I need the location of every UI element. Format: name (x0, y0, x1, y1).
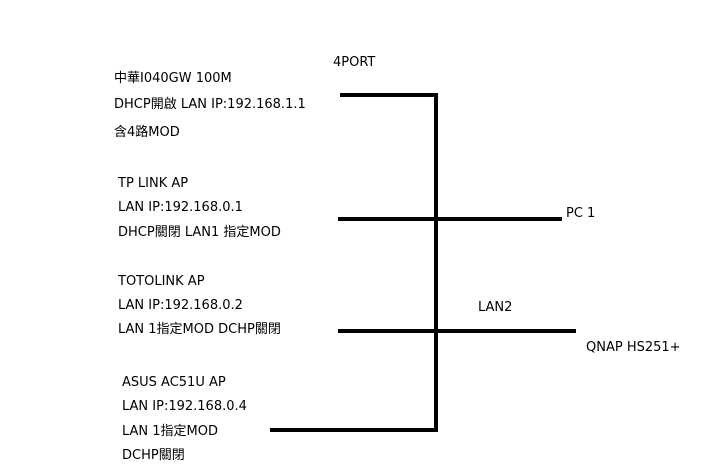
device-label-line: DCHP關閉 (122, 448, 185, 463)
device-label-line: DHCP開啟 LAN IP:192.168.1.1 (114, 97, 306, 112)
device-label-line: 含4路MOD (114, 125, 180, 140)
device-label-line: LAN IP:192.168.0.1 (118, 200, 243, 215)
device-label-line: DHCP關閉 LAN1 指定MOD (118, 225, 281, 240)
endpoint-nas-label: QNAP HS251+ (586, 340, 681, 355)
device-label-line: LAN 1指定MOD (122, 424, 219, 439)
device-label-line: 中華I040GW 100M (114, 71, 232, 86)
endpoint-lan2-label: LAN2 (478, 300, 513, 315)
device-label-line: ASUS AC51U AP (122, 375, 226, 390)
device-label-line: LAN 1指定MOD DCHP關閉 (118, 322, 281, 337)
device-label-line: TOTOLINK AP (118, 274, 205, 289)
device-label-line: LAN IP:192.168.0.2 (118, 298, 243, 313)
device-label-line: LAN IP:192.168.0.4 (122, 399, 247, 414)
switch-label: 4PORT (333, 55, 376, 70)
endpoint-pc-label: PC 1 (566, 206, 596, 221)
device-label-line: TP LINK AP (118, 176, 189, 191)
